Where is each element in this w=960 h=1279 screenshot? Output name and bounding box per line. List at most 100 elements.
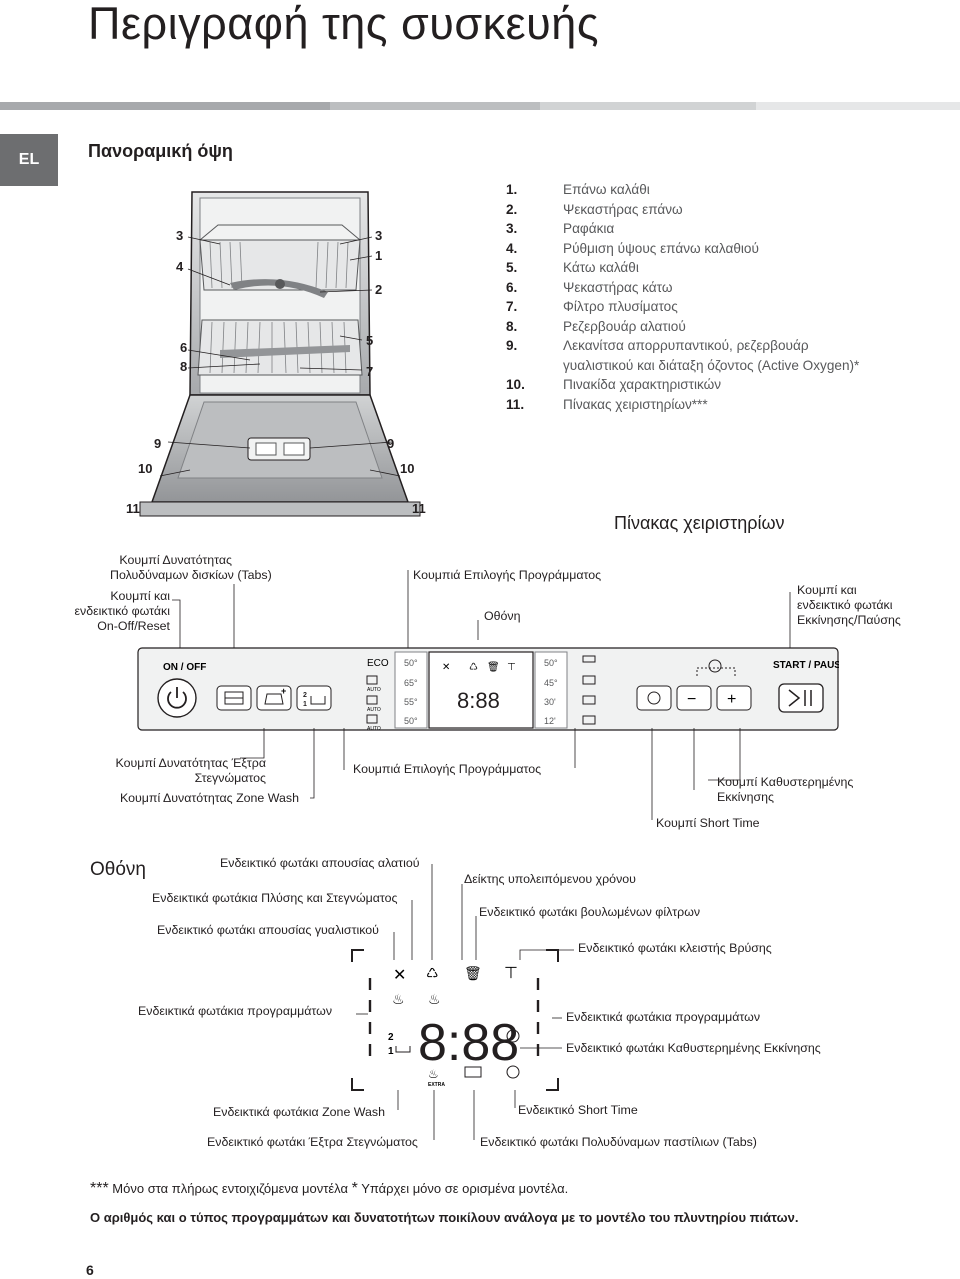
dry-icon: ♨ bbox=[428, 991, 441, 1007]
parts-list-item: 6.Ψεκαστήρας κάτω bbox=[506, 279, 673, 295]
svg-text:2: 2 bbox=[388, 1032, 394, 1043]
callout-9-left: 9 bbox=[154, 436, 162, 451]
no-rinse-label: Ενδεικτικό φωτάκι απουσίας γυαλιστικού bbox=[157, 923, 379, 937]
callout-3-left: 3 bbox=[176, 228, 184, 243]
parts-list-item: 5.Κάτω καλάθι bbox=[506, 260, 639, 275]
callout-10-left: 10 bbox=[138, 461, 153, 476]
svg-text:2: 2 bbox=[303, 692, 307, 699]
page-number: 6 bbox=[86, 1262, 94, 1278]
parts-list-item: 4.Ρύθμιση ύψους επάνω καλαθιού bbox=[506, 240, 759, 256]
parts-list-item: γυαλιστικού και διάταξη όζοντος (Active … bbox=[563, 357, 860, 373]
svg-text:EXTRA: EXTRA bbox=[428, 1082, 445, 1088]
extra-dry-indicator-label: Ενδεικτικό φωτάκι Έξτρα Στεγνώματος bbox=[207, 1135, 418, 1149]
svg-text:🗑: 🗑 bbox=[487, 661, 500, 673]
zone-wash-icon bbox=[395, 1046, 411, 1053]
tap-closed-label: Ενδεικτικό φωτάκι κλειστής Βρύσης bbox=[578, 941, 772, 955]
parts-list-item: 1.Επάνω καλάθι bbox=[506, 182, 650, 197]
parts-list-item: 7.Φίλτρο πλυσίματος bbox=[506, 299, 678, 314]
rinse-aid-icon: ♺ bbox=[426, 965, 439, 981]
panel-display: 8:88 ✕ ♺ 🗑 ⊤ bbox=[428, 651, 534, 729]
on-off-button[interactable] bbox=[157, 678, 197, 718]
callout-9-right: 9 bbox=[387, 436, 395, 451]
delay-minus-button[interactable]: − bbox=[676, 685, 712, 711]
callout-8: 8 bbox=[180, 359, 188, 374]
delay-plus-button[interactable]: + bbox=[716, 685, 752, 711]
callout-10-right: 10 bbox=[400, 461, 415, 476]
parts-list-item: 10.Πινακίδα χαρακτηριστικών bbox=[506, 377, 722, 392]
tabs-button[interactable] bbox=[216, 685, 252, 711]
temp-45: 45° bbox=[544, 678, 558, 688]
callout-6: 6 bbox=[180, 340, 188, 355]
program-select-label: Κουμπιά Επιλογής Προγράμματος bbox=[413, 568, 602, 582]
callout-2: 2 bbox=[375, 282, 383, 297]
parts-list-item: 11.Πίνακας χειριστηρίων*** bbox=[506, 396, 708, 412]
callout-11-left: 11 bbox=[126, 501, 140, 516]
svg-text:1: 1 bbox=[388, 1046, 394, 1057]
svg-text:1: 1 bbox=[303, 701, 307, 708]
callout-3-right: 3 bbox=[375, 228, 383, 243]
parts-list-item: 8.Ρεζερβουάρ αλατιού bbox=[506, 318, 686, 334]
wash-dry-label: Ενδεικτικά φωτάκια Πλύσης και Στεγνώματο… bbox=[152, 891, 398, 905]
eco-text: ECO bbox=[367, 658, 389, 669]
delayed-start-indicator-label: Ενδεικτικό φωτάκι Καθυστερημένης Εκκίνησ… bbox=[566, 1041, 821, 1055]
callout-4: 4 bbox=[176, 259, 184, 274]
bottom-leader-lines bbox=[240, 728, 741, 820]
parts-list: 1.Επάνω καλάθι 2.Ψεκαστήρας επάνω 3.Ραφάκι… bbox=[506, 180, 859, 414]
short-time-indicator-label: Ενδεικτικό Short Time bbox=[518, 1103, 638, 1117]
footnote-1: *** Μόνο στα πλήρως εντοιχιζόμενα μοντέλ… bbox=[90, 1180, 569, 1197]
filter-icon: 🗑 bbox=[464, 965, 482, 981]
delay-clock-icon bbox=[506, 1029, 520, 1043]
svg-text:✕: ✕ bbox=[442, 662, 450, 673]
parts-list-item: 2.Ψεκαστήρας επάνω bbox=[506, 201, 683, 217]
svg-text:♺: ♺ bbox=[469, 662, 478, 673]
temp-55: 55° bbox=[404, 697, 418, 707]
on-off-text: ON / OFF bbox=[163, 662, 206, 673]
panel-digits: 8:88 bbox=[457, 688, 500, 713]
temp-65: 65° bbox=[404, 678, 418, 688]
tabs-button-label: Κουμπί Δυνατότητας Πολυδύναμων δισκίων (… bbox=[110, 553, 272, 582]
page-title: Περιγραφή της συσκευής bbox=[88, 0, 600, 49]
tap-icon: ⊤ bbox=[504, 965, 518, 982]
language-tab: EL bbox=[0, 134, 58, 186]
extra-dry-label: Κουμπί Δυνατότητας Έξτρα Στεγνώματος bbox=[115, 756, 266, 785]
short-time-label: Κουμπί Short Time bbox=[656, 816, 760, 830]
control-panel-heading: Πίνακας χειριστηρίων bbox=[614, 513, 785, 533]
callout-5: 5 bbox=[366, 333, 374, 348]
dishwasher-illustration bbox=[139, 191, 421, 517]
display-label: Οθόνη bbox=[484, 609, 521, 623]
remaining-time-label: Δείκτης υπολειπόμενου χρόνου bbox=[464, 872, 636, 886]
auto-2: AUTO bbox=[367, 707, 381, 713]
start-pause-button[interactable] bbox=[778, 683, 824, 713]
svg-text:−: − bbox=[687, 691, 696, 708]
filters-label: Ενδεικτικό φωτάκι βουλωμένων φίλτρων bbox=[479, 905, 701, 919]
display-diagram: ✕ ♺ 🗑 ⊤ ♨ ♨ 8:88 2 1 ♨ EXTRA bbox=[351, 864, 574, 1140]
delay-start-label: Κουμπί Καθυστερημένης Εκκίνησης bbox=[717, 775, 854, 804]
no-salt-label: Ενδεικτικό φωτάκι απουσίας αλατιού bbox=[220, 856, 420, 870]
short-time-icon bbox=[506, 1065, 520, 1079]
short-time-button[interactable] bbox=[636, 685, 672, 711]
auto-1: AUTO bbox=[367, 687, 381, 693]
footnote-bold: Ο αριθμός και ο τύπος προγραμμάτων και δ… bbox=[90, 1210, 799, 1225]
callout-7: 7 bbox=[366, 364, 374, 379]
tabs-icon bbox=[464, 1066, 482, 1078]
zone-wash-indicator-label: Ενδεικτικά φωτάκια Zone Wash bbox=[213, 1105, 385, 1119]
extra-dry-button[interactable]: + bbox=[256, 685, 292, 711]
parts-list-item: 9.Λεκανίτσα απορρυπαντικού, ρεζερβουάρ bbox=[506, 338, 809, 353]
start-pause-label: Κουμπί και ενδεικτικό φωτάκι Εκκίνησης/Π… bbox=[797, 583, 901, 627]
svg-text:+: + bbox=[727, 691, 736, 708]
tabs-indicator-label: Ενδεικτικό φωτάκι Πολυδύναμων παστίλιων … bbox=[480, 1135, 757, 1149]
header-bar bbox=[0, 102, 960, 110]
wash-icon: ♨ bbox=[392, 991, 405, 1007]
zone-wash-label: Κουμπί Δυνατότητας Zone Wash bbox=[120, 791, 299, 805]
delay-clock-icon bbox=[708, 659, 722, 673]
temp-50-b: 50° bbox=[404, 716, 418, 726]
parts-list-item: 3.Ραφάκια bbox=[506, 221, 615, 236]
onoff-label: Κουμπί και ενδεικτικό φωτάκι On-Off/Rese… bbox=[74, 589, 170, 633]
program-select-bottom-label: Κουμπιά Επιλογής Προγράμματος bbox=[353, 762, 542, 776]
time-30: 30' bbox=[544, 697, 556, 707]
programs-left-label: Ενδεικτικά φωτάκια προγραμμάτων bbox=[138, 1004, 333, 1018]
svg-text:+: + bbox=[281, 686, 286, 696]
start-pause-text: START / PAUSE bbox=[773, 660, 839, 671]
temp-50-a: 50° bbox=[404, 658, 418, 668]
zone-wash-button[interactable]: 21 bbox=[296, 685, 332, 711]
